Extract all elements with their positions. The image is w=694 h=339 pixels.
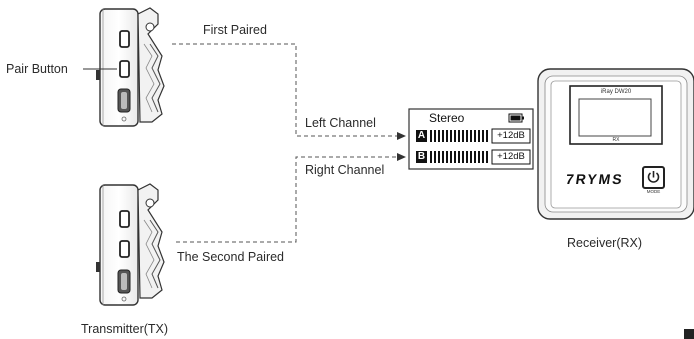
channel-a-letter: A (417, 130, 426, 141)
pair-button-label: Pair Button (6, 62, 68, 76)
pair-button-top[interactable] (119, 30, 130, 48)
receiver-model-text: iRay DW20 (600, 89, 632, 95)
channel-b-gain-box (491, 149, 531, 165)
arrow-right-channel (397, 153, 406, 161)
receiver-label: Receiver(RX) (567, 236, 643, 250)
arrow-left-channel (397, 132, 406, 140)
channel-a-meter (430, 130, 488, 142)
channel-a-badge (416, 130, 427, 142)
receiver-device (537, 68, 694, 220)
pair-button-bottom[interactable] (119, 210, 130, 228)
channel-b-letter: B (417, 151, 426, 162)
transmitter-bottom (96, 183, 165, 306)
display-mode-text: Stereo (429, 111, 465, 125)
clip-icon (137, 7, 165, 123)
battery-icon (508, 113, 524, 123)
channel-b-badge (416, 151, 427, 163)
page-corner-mark (684, 329, 694, 339)
mode-label: MODE (646, 189, 661, 194)
channel-a-gain: +12dB (497, 130, 525, 141)
power-button-bottom[interactable] (119, 240, 130, 258)
pairing-connectors (172, 43, 398, 243)
receiver-screen-label: RX (612, 137, 620, 143)
power-icon (647, 171, 660, 183)
second-paired-label: The Second Paired (177, 250, 285, 264)
first-paired-label: First Paired (203, 23, 267, 37)
brand-logo: 7RYMS (564, 171, 625, 187)
power-button-top[interactable] (119, 60, 130, 78)
right-channel-label: Right Channel (305, 163, 385, 177)
transmitter-top (96, 7, 165, 127)
channel-a-gain-box (491, 128, 531, 144)
channel-b-meter (430, 151, 488, 163)
left-channel-label: Left Channel (305, 116, 376, 130)
stereo-display (408, 108, 534, 170)
clip-icon (137, 183, 165, 299)
channel-b-gain: +12dB (497, 151, 525, 162)
transmitter-label: Transmitter(TX) (81, 322, 169, 336)
